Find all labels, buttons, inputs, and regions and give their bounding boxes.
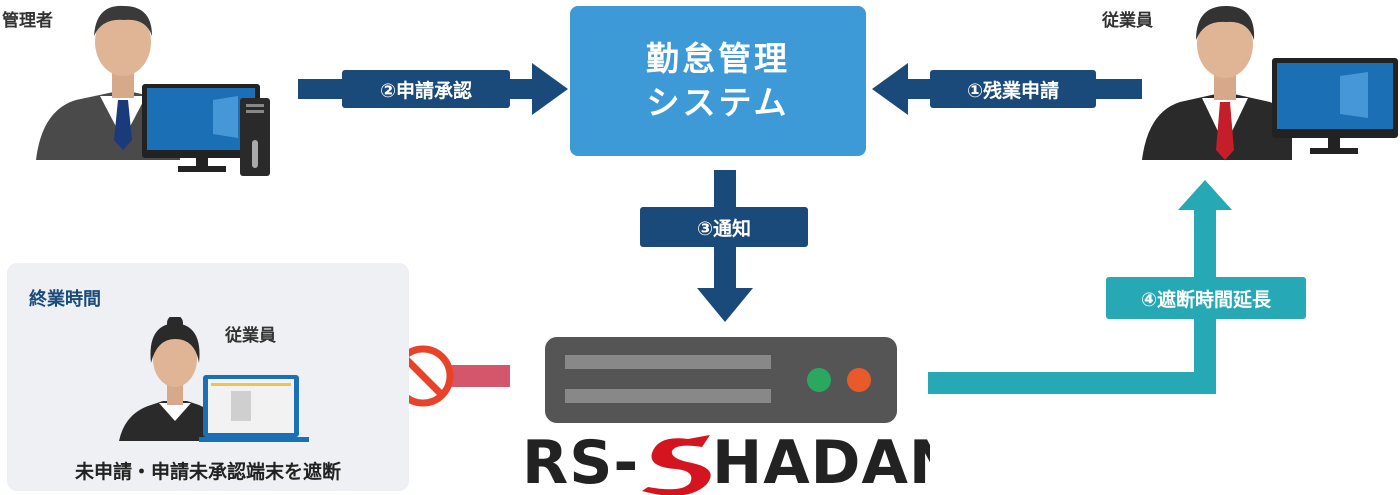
attendance-system-box: 勤怠管理 システム (570, 6, 866, 156)
panel-caption: 未申請・申請未承認端末を遮断 (74, 461, 341, 483)
female-employee-laptop-illustration (119, 317, 309, 442)
step1-label: ①残業申請 (930, 70, 1096, 108)
rs-shadan-logo: RS- HADAN (522, 428, 930, 495)
step2-label: ②申請承認 (342, 70, 510, 108)
admin-label: 管理者 (2, 11, 53, 31)
panel-title: 終業時間 (29, 289, 101, 310)
svg-text:HADAN: HADAN (712, 428, 930, 495)
server-illustration (545, 337, 897, 423)
system-line1: 勤怠管理 (646, 39, 790, 78)
admin-with-pc-illustration (36, 5, 270, 176)
step3-label: ③通知 (640, 207, 808, 247)
employee-top-label: 従業員 (1102, 11, 1153, 31)
system-line2: システム (646, 83, 790, 122)
panel-employee-label: 従業員 (225, 326, 276, 346)
svg-text:RS-: RS- (522, 428, 639, 495)
step4-label: ④遮断時間延長 (1106, 277, 1306, 319)
end-of-work-panel: 終業時間 従業員 未申請・申請未承認端末を遮断 (7, 263, 409, 491)
employee-with-pc-illustration (1142, 6, 1398, 160)
